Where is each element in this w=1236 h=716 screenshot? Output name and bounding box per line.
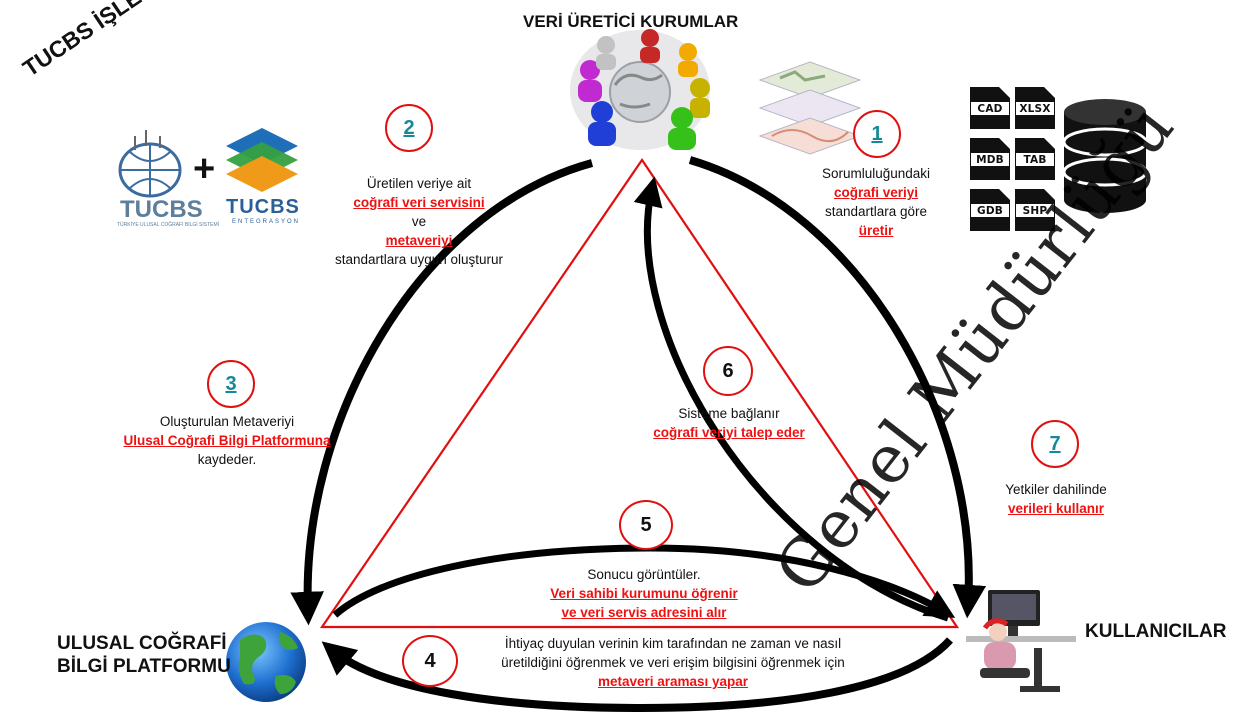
step-1-line1: Sorumluluğundaki xyxy=(821,166,931,181)
step-5-text: Sonucu görüntüler. Veri sahibi kurumunu … xyxy=(526,565,762,622)
shp-file-icon: SHP xyxy=(1015,189,1055,231)
step-5-line1: Sonucu görüntüler. xyxy=(587,567,701,582)
tucbs-logo-globe xyxy=(118,130,182,198)
mdb-file-icon: MDB xyxy=(970,138,1010,180)
step-2-line5: standartlara uygun oluşturur xyxy=(334,252,504,267)
step-5-line2: Veri sahibi kurumunu öğrenir xyxy=(550,586,738,601)
platform-heading: ULUSAL COĞRAFİ BİLGİ PLATFORMU xyxy=(57,632,231,678)
arrow-producers-to-users xyxy=(688,156,987,619)
step-6-line1: Sisteme bağlanır xyxy=(678,406,780,421)
plus-sign: + xyxy=(193,148,216,190)
step-2-line2: coğrafi veri servisini xyxy=(353,195,485,210)
tab-file-icon: TAB xyxy=(1015,138,1055,180)
step-4-text: İhtiyaç duyulan verinin kim tarafından n… xyxy=(452,634,894,691)
user-computer-icon xyxy=(966,590,1076,692)
database-icon xyxy=(1062,99,1148,213)
red-triangle xyxy=(319,158,960,629)
earth-globe-icon xyxy=(226,622,306,702)
step-1-badge: 1 xyxy=(853,110,901,158)
step-1-text: Sorumluluğundaki coğrafi veriyi standart… xyxy=(808,164,944,240)
producers-icon xyxy=(570,29,710,150)
arrow-producers-to-platform xyxy=(290,159,594,626)
arrow-users-to-platform xyxy=(321,637,953,713)
map-layers-icon xyxy=(758,61,862,155)
xlsx-file-icon: XLSX xyxy=(1015,87,1055,129)
tucbs-logo-subtext: TÜRKİYE ULUSAL COĞRAFİ BİLGİ SİSTEMİ xyxy=(117,222,220,228)
step-7-line1: Yetkiler dahilinde xyxy=(1005,482,1107,497)
platform-heading-line1: ULUSAL COĞRAFİ xyxy=(57,633,227,654)
step-2-line4: metaveriyi xyxy=(385,233,453,248)
step-2-badge: 2 xyxy=(385,104,433,152)
step-3-text: Oluşturulan Metaveriyi Ulusal Coğrafi Bi… xyxy=(84,412,370,469)
tucbs-logo-text: TUCBS xyxy=(120,196,203,223)
step-3-line2: Ulusal Coğrafi Bilgi Platformuna xyxy=(123,433,331,448)
users-heading: KULLANICILAR xyxy=(1085,621,1227,642)
step-2-text: Üretilen veriye ait coğrafi veri servisi… xyxy=(312,174,526,269)
tucbs-logo-layers xyxy=(226,128,298,192)
step-5-badge: 5 xyxy=(619,500,673,550)
step-6-line2: coğrafi veriyi talep eder xyxy=(653,425,805,440)
step-6-badge: 6 xyxy=(703,346,753,396)
gdb-file-icon: GDB xyxy=(970,189,1010,231)
step-7-badge: 7 xyxy=(1031,420,1079,468)
step-1-line2: coğrafi veriyi xyxy=(833,185,919,200)
step-2-line1: Üretilen veriye ait xyxy=(366,176,472,191)
step-3-line3: kaydeder. xyxy=(197,452,257,467)
arrow-users-to-producers xyxy=(633,176,950,622)
step-4-line2: üretildiğini öğrenmek ve veri erişim bil… xyxy=(501,655,845,670)
tucbs-entegrasyon-subtext: ENTEGRASYON xyxy=(232,219,301,225)
cad-file-icon: CAD xyxy=(970,87,1010,129)
producers-heading: VERİ ÜRETİCİ KURUMLAR xyxy=(523,12,739,31)
step-5-line3: ve veri servis adresini alır xyxy=(561,605,727,620)
step-3-badge: 3 xyxy=(207,360,255,408)
platform-heading-line2: BİLGİ PLATFORMU xyxy=(57,656,231,677)
step-4-badge: 4 xyxy=(402,635,458,687)
step-7-line2: verileri kullanır xyxy=(1007,501,1105,516)
step-4-line1: İhtiyaç duyulan verinin kim tarafından n… xyxy=(504,636,842,651)
step-2-line3: ve xyxy=(411,214,427,229)
step-4-line3: metaveri araması yapar xyxy=(597,674,749,689)
step-7-text: Yetkiler dahilinde verileri kullanır xyxy=(976,480,1136,518)
step-1-line4: üretir xyxy=(858,223,894,238)
step-1-line3: standartlara göre xyxy=(824,204,928,219)
step-3-line1: Oluşturulan Metaveriyi xyxy=(159,414,295,429)
step-6-text: Sisteme bağlanır coğrafi veriyi talep ed… xyxy=(626,404,832,442)
tucbs-entegrasyon-logo-text: TUCBS xyxy=(226,196,300,218)
